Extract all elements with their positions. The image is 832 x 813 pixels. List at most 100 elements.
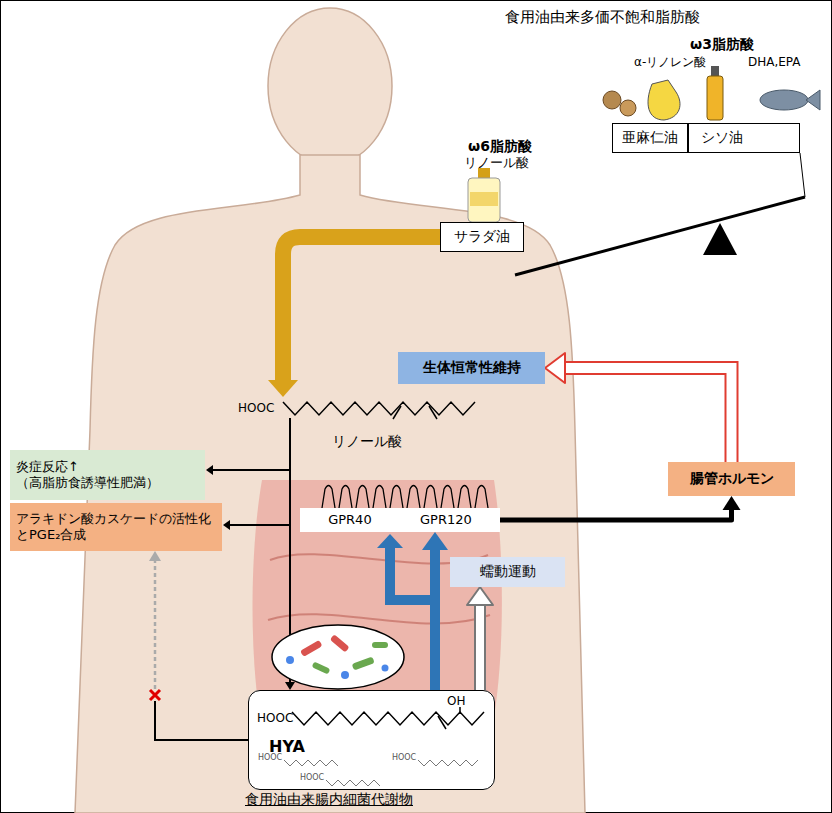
gut-bacteria [272,625,404,689]
oil-icons [468,66,820,222]
gut-bacteria [330,634,350,652]
hormone-box: 腸管ホルモン [668,462,795,496]
black-arrow [500,496,741,520]
carbon-chain [438,716,446,729]
chemical-group: HOOC [300,773,324,783]
metabolite-box: HOOC OH HYA [248,690,495,790]
oil-icons [603,91,621,109]
fatty-acid-class: ω6脂肪酸 [468,138,532,155]
node-text: アラキドン酸カスケードの活性化 とPGE₂合成 [16,511,216,544]
inhibited-arrow [149,551,161,561]
effect-box: 蠕動運動 [450,557,565,587]
node-text: GPR120 [420,512,472,528]
node-text: シソ油 [701,129,743,147]
fatty-acid-name: リノール酸 [464,155,529,171]
metabolic-line [213,470,290,525]
gut-bacteria [352,656,375,670]
chemical-group: HOOC [238,401,274,415]
molecule-name: リノール酸 [332,433,402,450]
node-text: HYA [269,737,305,757]
oil-icons [620,100,636,116]
balance-seesaw [703,223,737,255]
gut-bacteria [312,661,331,674]
carbon-chain [326,780,380,786]
oil-icons [470,192,498,206]
node-text: OH [447,694,465,709]
carbon-chain [292,712,484,725]
node-text: 生体恒常性維持 [423,359,521,377]
intestinal-villi [475,486,488,509]
gut-bacteria [272,625,404,689]
intestinal-villi [458,486,471,509]
node-text: 蠕動運動 [480,563,536,581]
oil-box: シソ油 [688,123,800,153]
oil-box: サラダ油 [440,222,524,252]
hollow-arrow [545,353,732,462]
inhibited-arrow [155,701,248,740]
oil-box: 亜麻仁油 [612,123,688,153]
oil-icons [468,178,500,222]
balance-seesaw [515,197,805,275]
node-text: GPR40 [328,512,372,528]
black-arrow [723,496,741,510]
gut-bacteria [382,665,389,672]
caption: 食用油由来腸内細菌代謝物 [245,791,413,808]
metabolite-ground [248,690,495,790]
hollow-arrow [565,368,732,462]
node-text: 炎症反応↑ （高脂肪食誘導性肥満） [16,459,199,492]
hollow-arrow [467,587,493,690]
hollow-arrow [476,605,484,690]
inhibited-arrow [154,561,157,689]
node-text: 腸管ホルモン [690,470,774,488]
oil-intake-arrow [268,380,298,397]
metabolic-line [285,682,295,690]
gut-bacteria [372,642,388,648]
intestinal-villi [390,486,403,509]
node-text: HOOC [257,711,293,726]
balance-seesaw [515,153,805,275]
oil-icons [711,66,719,76]
effect-box: 炎症反応↑ （高脂肪食誘導性肥満） [10,450,205,500]
intestinal-villi [356,486,369,509]
carbon-chain [284,760,338,766]
body-silhouette [268,8,392,164]
blue-arrow [422,532,448,690]
oil-icons [806,90,820,110]
intestinal-villi [424,486,437,509]
black-arrow [500,510,732,520]
oil-icons [760,90,808,110]
inhibited-arrow [150,690,160,700]
title: 食用油由来多価不飽和脂肪酸 [505,8,700,26]
intestinal-villi [441,486,454,509]
node-text: サラダ油 [454,228,510,246]
gut-bacteria [286,656,294,664]
intestinal-villi [322,486,335,509]
hollow-arrow [474,605,486,690]
body-silhouette [75,8,585,813]
carbon-chain [429,406,437,419]
metabolic-line [206,465,213,475]
chemical-group: HOOC [392,753,416,763]
intestinal-villi [339,486,352,509]
fatty-acid-name: DHA,EPA [748,55,801,69]
node-text: 亜麻仁油 [622,129,678,147]
blue-arrow [430,550,440,690]
receptor-box: GPR40 GPR120 [300,508,500,532]
gut-bacteria [341,671,349,679]
hollow-arrow [467,587,493,605]
fatty-acid-class: ω3脂肪酸 [690,36,754,53]
blue-arrow [422,532,448,550]
oil-icons [707,76,723,120]
intestinal-villi [407,486,420,509]
intestinal-villi [322,486,488,509]
receptor-branch-arrow [377,534,403,548]
carbon-chain [283,402,484,786]
intestinal-villi [373,486,386,509]
effect-box: アラキドン酸カスケードの活性化 とPGE₂合成 [10,503,222,551]
carbon-chain [393,406,401,419]
carbon-chain [418,760,478,766]
gut-bacteria [300,640,323,657]
hollow-arrow [565,368,732,462]
